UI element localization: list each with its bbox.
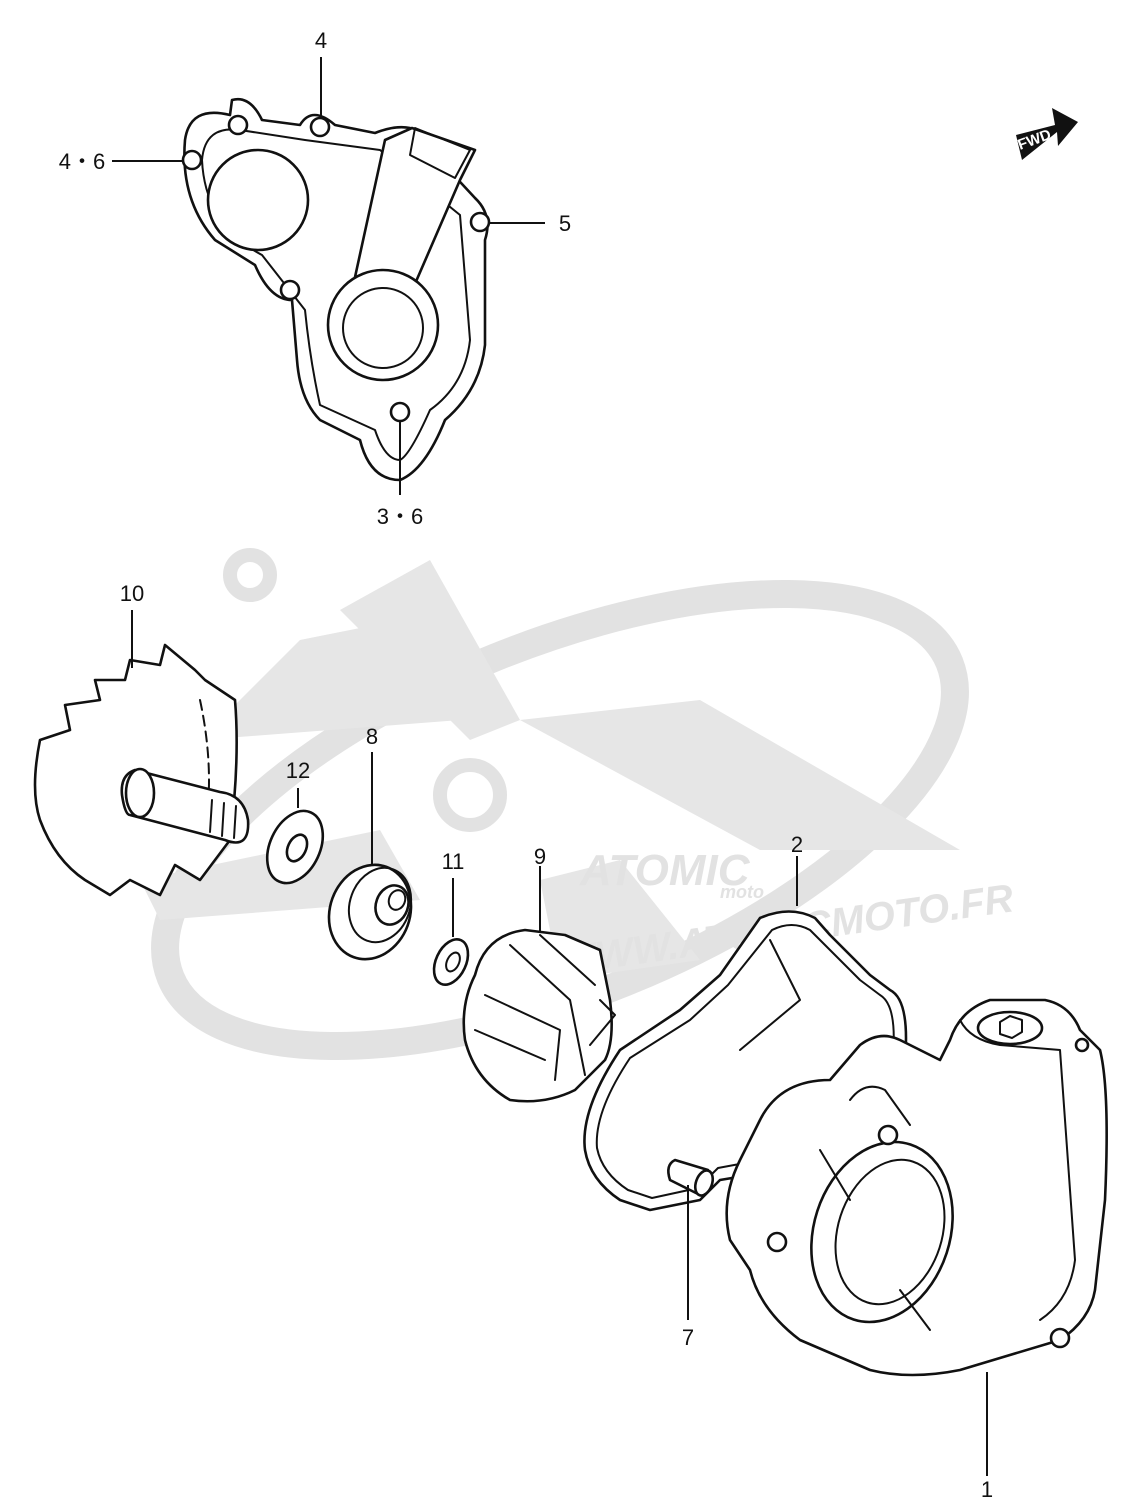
cover-bolt-hole-top-left [227,114,249,136]
callout-8: 8 [366,724,378,749]
cover-inlet-ring [326,268,440,382]
body-hex-socket [999,1015,1023,1039]
body-inlet-bore [834,1158,946,1306]
part-8-mechanical-seal [327,863,413,961]
callout-10: 10 [120,581,144,606]
cover-bolt-hole-36 [389,401,411,423]
part-12-washer [265,809,325,885]
part-9-impeller [462,928,616,1103]
part-pump-cover [181,97,491,482]
part-1-pump-body [725,998,1108,1377]
callout-5: 5 [559,211,571,236]
small-washer-hole [445,951,461,973]
callout-9: 9 [534,844,546,869]
body-bolt-boss-3 [1049,1327,1071,1349]
watermark-brand: ATOMIC [579,846,751,895]
dowel-end [693,1169,715,1197]
part-2-gasket [583,910,908,1212]
body-outlet-top [976,1010,1044,1046]
watermark-star-arm-3 [200,620,460,740]
callout-2: 2 [791,832,803,857]
body-bolt-boss-1 [877,1124,899,1146]
impeller-body [462,928,613,1103]
part-7-dowel-pin [667,1158,715,1197]
body-bolt-boss-4 [1074,1037,1090,1053]
seal-face [347,866,413,944]
watermark-sub: moto [720,882,764,902]
body-bolt-boss-2 [766,1231,788,1253]
watermark-star-arm-2 [520,700,960,850]
callout-leaders [112,57,988,1476]
callout-12: 12 [286,758,310,783]
cover-bolt-hole-5 [469,211,491,233]
body-outlet-tube [959,1019,1076,1321]
seal-bore [387,889,407,911]
watermark-center-dot [433,758,507,832]
watermark-orbit [151,579,969,1061]
cover-bolt-hole-4 [309,116,331,138]
body-ribs [819,1085,931,1331]
gasket-inner [595,924,895,1199]
callout-3-6: 3・6 [377,504,423,529]
gasket-outer [583,910,908,1212]
cover-inlet-bore [342,287,424,369]
small-washer-outer [432,938,470,986]
fwd-badge: FWD [1016,108,1078,160]
gear-shaft-splines [209,799,237,839]
seal-boss [374,884,410,926]
cover-outlet-end [409,127,471,179]
cover-bolt-hole-46 [181,149,203,171]
part-11-washer [432,938,470,986]
body-inlet-ring [810,1140,954,1324]
part-10-drive-gear [33,643,250,897]
watermark-orbit-dot [223,548,277,602]
washer-hole [285,833,309,863]
callout-4: 4 [315,28,327,53]
cover-bolt-hole-lower-left [279,279,301,301]
callout-4-6: 4・6 [59,149,105,174]
callout-11: 11 [442,849,465,874]
fwd-arrow-icon [1016,108,1078,160]
callout-7: 7 [682,1325,694,1350]
callout-1: 1 [981,1477,993,1500]
watermark-star-arm-1 [340,560,520,740]
cover-bore [206,148,310,252]
gear-shaft-head [124,767,156,819]
callout-labels: 4 4・6 5 3・6 10 12 8 11 9 2 7 1 [59,28,993,1500]
impeller-vanes [474,934,616,1081]
gasket-web [739,939,801,1051]
